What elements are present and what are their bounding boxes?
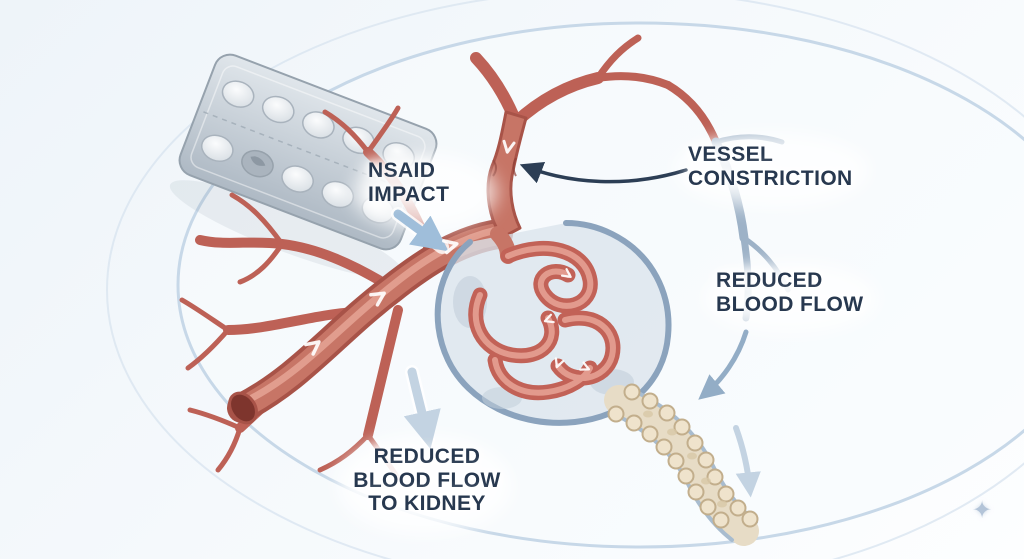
label-line: REDUCED — [716, 269, 823, 292]
tubule-flow-arrow — [733, 425, 761, 498]
sparkle-icon: ✦ — [972, 497, 993, 524]
vessel-constriction-arrow — [519, 162, 688, 184]
label-line: TO KIDNEY — [368, 492, 486, 516]
tubule — [604, 383, 759, 546]
label-line: IMPACT — [368, 182, 450, 206]
reduced-blood-flow-to-kidney-label: REDUCED BLOOD FLOW TO KIDNEY — [352, 445, 502, 516]
vessel-constriction-label: VESSEL CONSTRICTION — [688, 143, 853, 190]
label-line: BLOOD FLOW — [353, 468, 501, 492]
label-line: VESSEL — [688, 143, 774, 166]
reduced-flow-arrow-right — [698, 329, 749, 400]
label-line: NSAID — [368, 159, 436, 182]
label-line: CONSTRICTION — [688, 166, 853, 190]
glomerular-coils — [468, 226, 621, 401]
reduced-flow-arrow-bottom — [403, 367, 441, 450]
label-line: BLOOD FLOW — [716, 292, 864, 316]
label-line: REDUCED — [373, 445, 481, 468]
nsaid-impact-arrow — [393, 209, 449, 252]
nsaid-impact-label: NSAID IMPACT — [368, 159, 449, 206]
reduced-blood-flow-label: REDUCED BLOOD FLOW — [716, 269, 863, 316]
label-glow — [337, 132, 878, 535]
popped-pill — [241, 149, 274, 178]
renal-artery — [227, 219, 513, 425]
tubule-cells — [607, 383, 759, 529]
